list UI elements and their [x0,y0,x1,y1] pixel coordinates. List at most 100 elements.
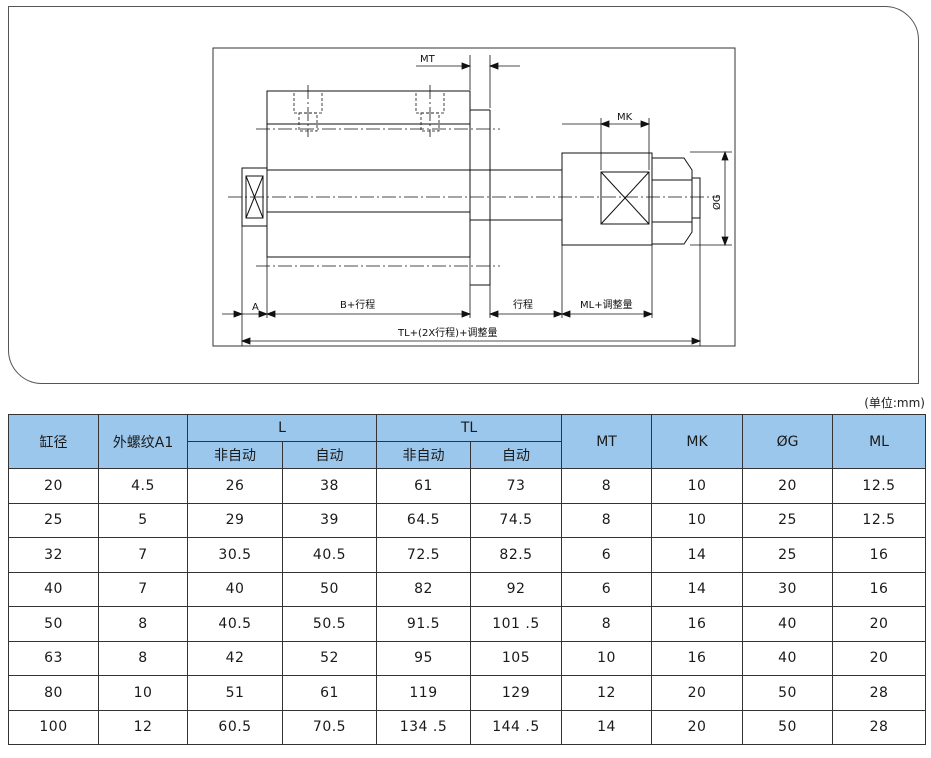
header-tl: TL [375,414,563,442]
table-cell: 129 [469,675,563,711]
dim-label-og: ØG [711,194,723,210]
table-cell: 8 [561,468,653,504]
table-cell: 8 [98,640,188,676]
table-cell: 40 [742,606,834,642]
table-cell: 12 [98,709,188,745]
cylinder-technical-drawing: MT MK ØG A B+行程 行程 ML+调整量 TL+(2X行程)+调整量 [212,47,736,347]
table-cell: 51 [187,675,283,711]
table-cell: 38 [282,468,377,504]
dim-label-mk: MK [617,112,633,123]
table-cell: 82 [376,571,471,607]
table-cell: 70.5 [282,709,377,745]
threaded-ports [293,90,445,132]
dim-label-mt: MT [420,54,436,65]
table-cell: 5 [98,502,188,538]
table-cell: 10 [98,675,188,711]
table-cell: 8 [561,606,653,642]
table-cell: 25 [8,502,99,538]
table-cell: 16 [832,537,927,573]
drawing-inner-border [212,47,736,347]
header-l: L [187,414,377,442]
table-cell: 30.5 [187,537,283,573]
header-thread: 外螺纹A1 [98,414,188,469]
table-cell: 8 [98,606,188,642]
table-cell: 92 [469,571,563,607]
dim-label-a: A [252,302,259,313]
table-cell: 20 [651,709,744,745]
table-cell: 14 [651,571,744,607]
table-cell: 101 .5 [469,606,563,642]
table-cell: 6 [561,571,653,607]
table-cell: 7 [98,571,188,607]
table-cell: 16 [832,571,927,607]
header-ml: ML [832,414,927,469]
table-cell: 32 [8,537,99,573]
table-cell: 12.5 [832,468,927,504]
table-cell: 4.5 [98,468,188,504]
table-cell: 40 [742,640,834,676]
table-cell: 80 [8,675,99,711]
table-cell: 95 [376,640,471,676]
table-cell: 50.5 [282,606,377,642]
table-cell: 20 [832,640,927,676]
table-cell: 61 [376,468,471,504]
table-cell: 52 [282,640,377,676]
table-cell: 50 [742,675,834,711]
table-cell: 10 [561,640,653,676]
dim-label-stroke: 行程 [513,298,533,311]
header-mk: MK [651,414,744,469]
table-cell: 6 [561,537,653,573]
table-cell: 50 [282,571,377,607]
table-cell: 91.5 [376,606,471,642]
dim-label-ml-adjust: ML+调整量 [580,298,633,311]
unit-note: (单位:mm) [864,396,925,410]
spec-table: 缸径 外螺纹A1 L TL MT MK ØG ML 非自动 自动 非自动 自动 … [8,414,927,745]
table-cell: 20 [832,606,927,642]
header-bore: 缸径 [8,414,99,469]
table-cell: 64.5 [376,502,471,538]
table-cell: 25 [742,537,834,573]
table-cell: 26 [187,468,283,504]
table-cell: 119 [376,675,471,711]
cylinder-body [241,90,701,286]
dim-label-b-stroke: B+行程 [340,298,375,311]
table-cell: 8 [561,502,653,538]
table-cell: 28 [832,709,927,745]
table-cell: 63 [8,640,99,676]
table-cell: 40.5 [282,537,377,573]
table-cell: 72.5 [376,537,471,573]
table-cell: 50 [742,709,834,745]
table-cell: 74.5 [469,502,563,538]
table-cell: 30 [742,571,834,607]
header-tl-manual: 非自动 [376,441,471,469]
table-cell: 50 [8,606,99,642]
center-lines [228,85,720,267]
table-cell: 12.5 [832,502,927,538]
table-cell: 16 [651,640,744,676]
table-cell: 100 [8,709,99,745]
table-cell: 73 [469,468,563,504]
drawing-frame [8,6,919,384]
table-cell: 42 [187,640,283,676]
table-cell: 40 [187,571,283,607]
table-cell: 134 .5 [376,709,471,745]
table-cell: 40 [8,571,99,607]
dim-label-tl-total: TL+(2X行程)+调整量 [397,326,497,339]
header-mt: MT [561,414,653,469]
header-l-auto: 自动 [282,441,377,469]
dimension-lines [222,55,732,346]
table-cell: 105 [469,640,563,676]
table-cell: 40.5 [187,606,283,642]
table-cell: 14 [561,709,653,745]
table-cell: 25 [742,502,834,538]
header-l-manual: 非自动 [187,441,283,469]
table-cell: 29 [187,502,283,538]
